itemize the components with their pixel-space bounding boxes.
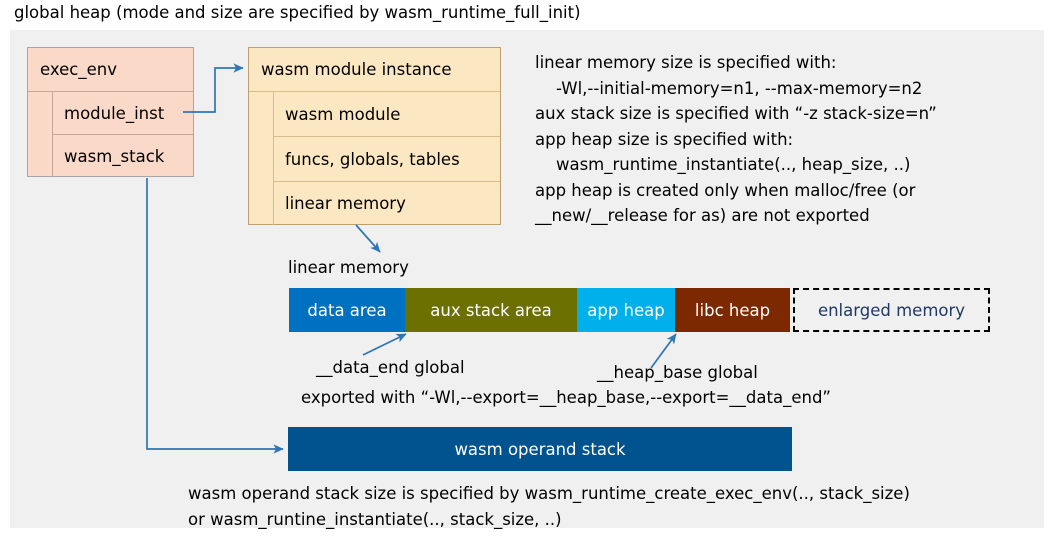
exec-env-field-wasm-stack: wasm_stack — [64, 146, 165, 166]
annotation-data-end: __data_end global — [316, 358, 465, 377]
wmi-field-linear-memory: linear memory — [285, 194, 406, 213]
wmi-field-funcs-globals-tables: funcs, globals, tables — [274, 137, 500, 182]
exec-env-field-module-inst: module_inst — [53, 92, 193, 135]
linear-memory-bar-label: linear memory — [288, 258, 409, 277]
memory-segment-enlarged-memory: enlarged memory — [793, 288, 990, 332]
page-title: global heap (mode and size are specified… — [14, 3, 581, 22]
wasm-module-instance-box: wasm module instance wasm module funcs, … — [248, 47, 501, 225]
exec-env-title: exec_env — [28, 48, 193, 92]
memory-segment-app-heap: app heap — [577, 288, 675, 332]
operand-stack-note: wasm operand stack size is specified by … — [188, 484, 910, 529]
memory-segment-data-area: data area — [289, 288, 405, 332]
wasm-module-instance-indent-column — [249, 92, 274, 225]
exec-env-indent-column — [28, 92, 53, 177]
exec-env-box: exec_env module_inst wasm_stack — [27, 47, 194, 177]
memory-segment-libc-heap: libc heap — [675, 288, 790, 332]
linear-memory-notes: linear memory size is specified with: -W… — [535, 53, 937, 225]
annotation-exported-with: exported with “-Wl,--export=__heap_base,… — [301, 388, 831, 407]
wmi-field-wasm-module: wasm module — [274, 92, 500, 137]
wasm-module-instance-title: wasm module instance — [249, 48, 500, 92]
wasm-operand-stack-box: wasm operand stack — [288, 427, 792, 471]
memory-segment-aux-stack-area: aux stack area — [405, 288, 577, 332]
annotation-heap-base: __heap_base global — [597, 363, 758, 382]
